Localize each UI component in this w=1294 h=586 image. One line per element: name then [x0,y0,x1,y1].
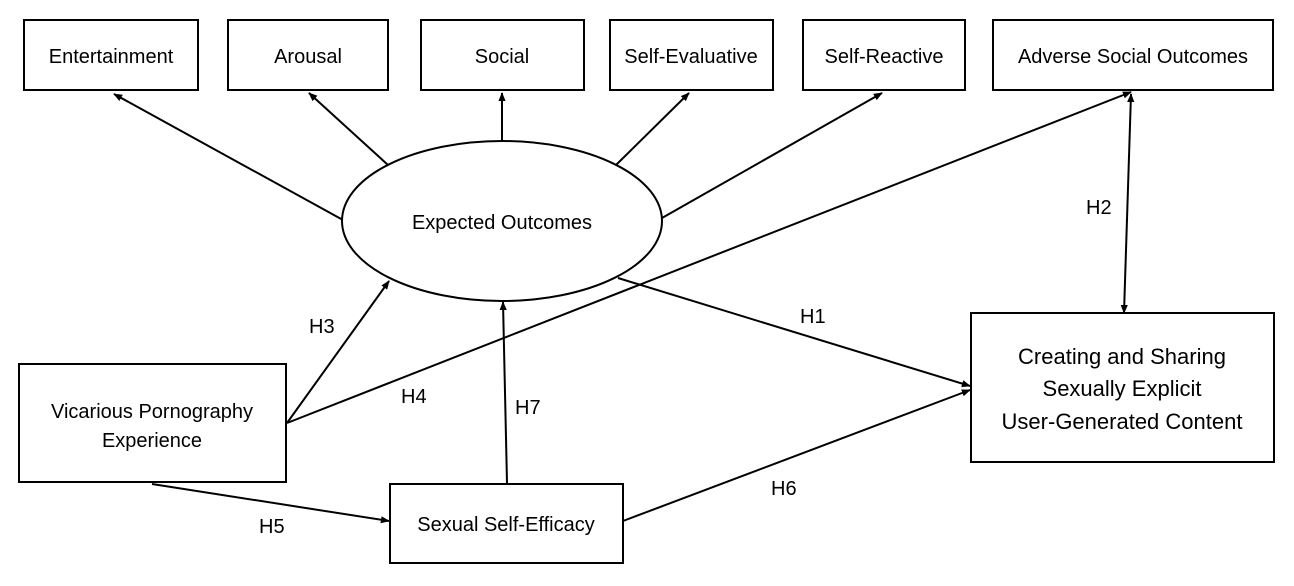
node-vicarious-pornography-experience: Vicarious Pornography Experience [18,363,287,483]
edge-label-h5: H5 [259,516,285,538]
node-creating-sharing: Creating and Sharing Sexually Explicit U… [970,312,1275,463]
node-expected-outcomes: Expected Outcomes [341,140,663,302]
node-self-evaluative: Self-Evaluative [609,19,774,91]
edge-self-efficacy-to-creating [622,389,971,522]
node-label-self-evaluative: Self-Evaluative [624,46,757,68]
edge-label-h7: H7 [515,397,541,419]
node-label-creating-line3: User-Generated Content [1002,409,1243,434]
node-sexual-self-efficacy: Sexual Self-Efficacy [389,483,624,564]
node-label-expected-outcomes: Expected Outcomes [412,212,592,234]
edge-label-h3: H3 [309,316,335,338]
edge-vicarious-to-adverse [286,91,1132,424]
node-social: Social [420,19,585,91]
edge-label-h6: H6 [771,478,797,500]
edges-layer [113,91,1135,524]
node-label-social: Social [475,46,529,68]
node-label-creating-line2: Sexually Explicit [1043,376,1202,401]
edge-self-efficacy-to-expected [499,301,508,484]
edge-expected-to-creating [617,277,971,388]
node-label-adverse-social-outcomes: Adverse Social Outcomes [1018,46,1248,68]
edge-vicarious-to-self-efficacy [151,483,390,524]
edge-vicarious-to-expected [286,280,390,424]
edge-label-h2: H2 [1086,197,1112,219]
edge-expected-to-arousal [308,92,389,166]
node-adverse-social-outcomes: Adverse Social Outcomes [992,19,1274,91]
node-label-arousal: Arousal [274,46,342,68]
edge-expected-to-self-reactive [661,92,883,219]
node-arousal: Arousal [227,19,389,91]
edge-label-h1: H1 [800,306,826,328]
nodes-layer: Entertainment Arousal Social Self-Evalua… [18,19,1275,564]
node-label-sexual-self-efficacy: Sexual Self-Efficacy [417,514,595,536]
node-entertainment: Entertainment [23,19,199,91]
edge-labels-layer: H1 H2 H3 H4 H5 H6 H7 [259,197,1112,538]
node-self-reactive: Self-Reactive [802,19,966,91]
edge-label-h4: H4 [401,386,427,408]
node-label-vicarious-line1: Vicarious Pornography [51,401,253,423]
node-label-creating-line1: Creating and Sharing [1018,344,1226,369]
edge-expected-to-entertainment [113,93,344,221]
node-label-entertainment: Entertainment [49,46,174,68]
node-label-vicarious-line2: Experience [102,430,202,452]
edge-expected-to-self-evaluative [615,92,690,166]
edge-adverse-to-creating [1120,93,1135,314]
node-label-self-reactive: Self-Reactive [825,46,944,68]
